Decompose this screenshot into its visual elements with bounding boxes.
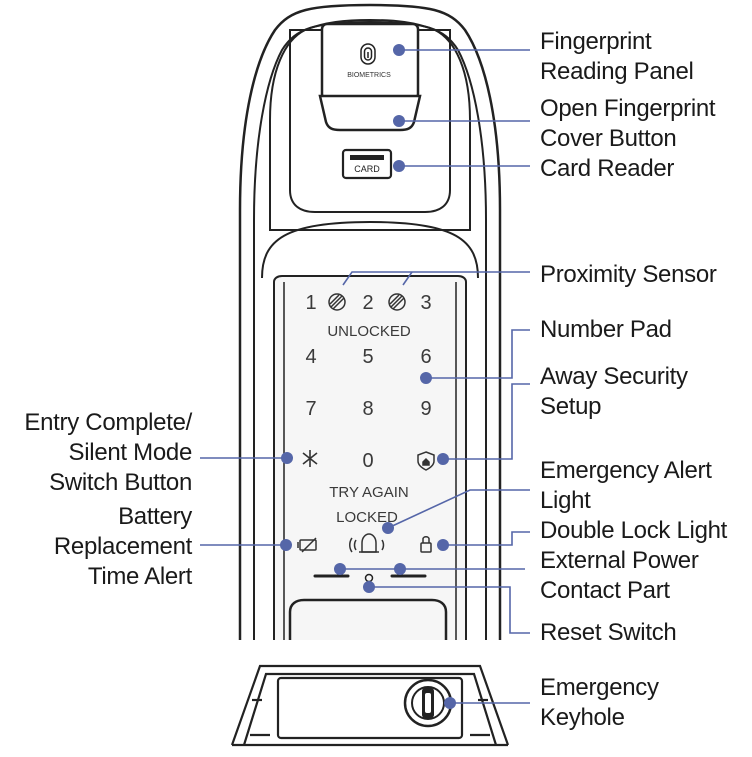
entry-complete-icon[interactable]: [302, 450, 318, 467]
label-external-power: External Power Contact Part: [540, 547, 699, 604]
label-emergency-keyhole: Emergency Keyhole: [540, 674, 659, 731]
leader-dots: [280, 44, 456, 709]
fingerprint-cover[interactable]: [318, 94, 422, 132]
emergency-alert-icon: [349, 533, 385, 553]
label-emergency-alert: Emergency Alert Light: [540, 457, 712, 514]
label-battery-replacement: Battery Replacement Time Alert: [53, 503, 192, 590]
fingerprint-reader[interactable]: BIOMETRICS: [318, 22, 422, 132]
key-2[interactable]: 2: [362, 292, 373, 314]
lower-cover: [230, 664, 510, 747]
battery-alert-icon: [297, 537, 317, 553]
key-1[interactable]: 1: [305, 292, 316, 314]
label-proximity-sensor: Proximity Sensor: [540, 261, 717, 288]
label-double-lock: Double Lock Light: [540, 517, 728, 544]
leader-lines: [200, 49, 530, 704]
key-3[interactable]: 3: [420, 292, 431, 314]
key-6[interactable]: 6: [420, 346, 431, 368]
try-again-text: TRY AGAIN: [329, 484, 408, 501]
label-card-reader: Card Reader: [540, 155, 675, 182]
proximity-sensor-icons: [328, 293, 406, 311]
double-lock-icon: [420, 536, 432, 553]
number-pad[interactable]: 1 2 3 4 5 6 7 8 9 0 UNLOCKED TRY AGAIN L…: [305, 292, 431, 526]
label-reset-switch: Reset Switch: [540, 619, 677, 646]
fingerprint-panel: [320, 22, 420, 101]
label-fingerprint-cover: Open Fingerprint Cover Button: [540, 95, 716, 152]
key-9[interactable]: 9: [420, 398, 431, 420]
handle-opening: [288, 598, 448, 640]
key-7[interactable]: 7: [305, 398, 316, 420]
label-away-security: Away Security Setup: [540, 363, 688, 420]
unlocked-text: UNLOCKED: [327, 323, 411, 340]
label-fingerprint-panel: Fingerprint Reading Panel: [540, 28, 694, 85]
key-0[interactable]: 0: [362, 450, 373, 472]
label-entry-complete: Entry Complete/ Silent Mode Switch Butto…: [24, 409, 192, 496]
key-4[interactable]: 4: [305, 346, 316, 368]
away-security-icon[interactable]: [417, 451, 435, 471]
key-8[interactable]: 8: [362, 398, 373, 420]
lock-body: [238, 3, 502, 640]
emergency-keyhole-icon[interactable]: [403, 678, 453, 728]
locked-text: LOCKED: [336, 509, 398, 526]
card-text: CARD: [354, 164, 380, 174]
biometrics-text: BIOMETRICS: [347, 72, 391, 79]
key-5[interactable]: 5: [362, 346, 373, 368]
fingerprint-icon: [360, 43, 376, 65]
label-number-pad: Number Pad: [540, 316, 672, 343]
card-reader: CARD: [341, 148, 393, 180]
